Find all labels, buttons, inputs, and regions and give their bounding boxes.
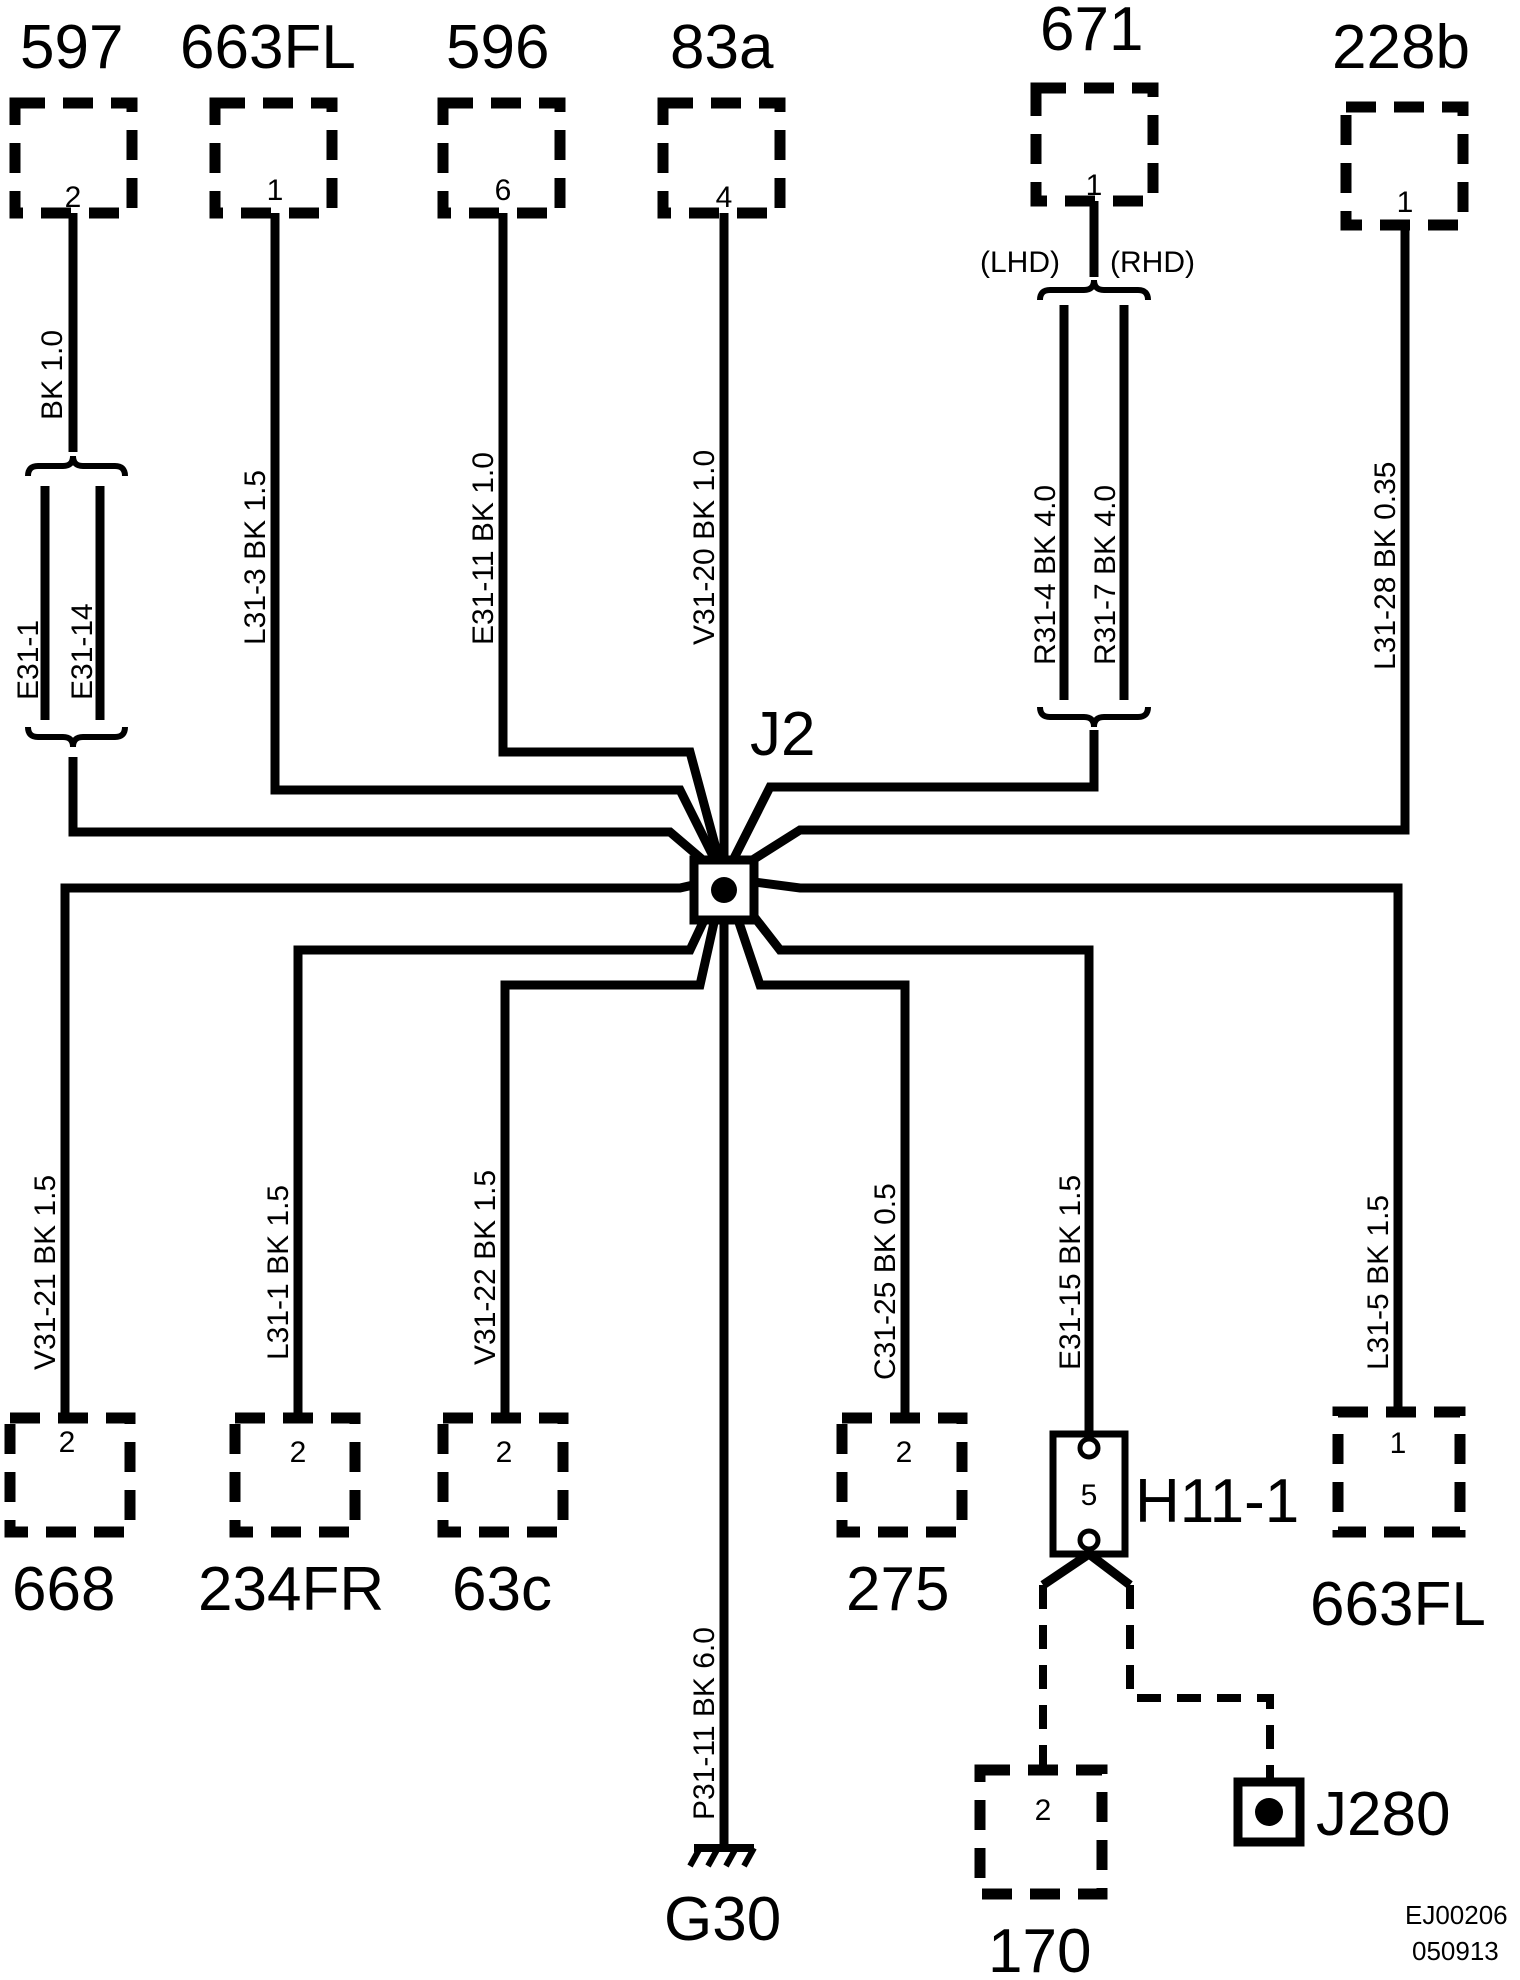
ground-G30: G30 <box>664 1844 781 1954</box>
wire-R31-7-label: R31-7 BK 4.0 <box>1089 485 1122 665</box>
connector-663FL-bottom-label: 663FL <box>1310 1570 1486 1639</box>
wire-to-J280 <box>1126 1585 1274 1782</box>
wire-668 <box>60 873 725 1420</box>
connector-668-pin: 2 <box>59 1426 76 1459</box>
wire-H11-label: E31-15 BK 1.5 <box>1054 1175 1087 1370</box>
connector-671: 671 1 <box>1030 0 1159 207</box>
wire-E31-1-label: E31-1 <box>12 620 45 700</box>
connector-596: 596 6 <box>437 13 566 219</box>
connector-597-pin: 2 <box>65 181 82 214</box>
wire-275-label: C31-25 BK 0.5 <box>869 1183 902 1380</box>
wire-E31-14-label: E31-14 <box>66 603 99 700</box>
connector-228b-label: 228b <box>1332 13 1470 82</box>
wire-597-lower <box>68 757 727 882</box>
wire-63c-label: V31-22 BK 1.5 <box>469 1170 502 1365</box>
wire-671-lower <box>719 730 1099 881</box>
connector-234FR: 2 234FR <box>198 1412 384 1624</box>
inline-connector-H11-1: 5 H11-1 <box>1049 1430 1299 1558</box>
wire-663FL <box>270 213 729 881</box>
wire-234FR-label: L31-1 BK 1.5 <box>262 1185 295 1360</box>
splice-J2-label: J2 <box>750 700 815 769</box>
connector-275-pin: 2 <box>896 1436 913 1469</box>
connector-170-label: 170 <box>988 1917 1091 1980</box>
brace-671-bottom <box>1037 706 1151 728</box>
wire-83a-label: V31-20 BK 1.0 <box>688 450 721 645</box>
variant-lhd-label: (LHD) <box>980 246 1060 279</box>
connector-671-pin: 1 <box>1086 169 1103 202</box>
wire-R31-4-label: R31-4 BK 4.0 <box>1029 485 1062 665</box>
connector-63c-pin: 2 <box>496 1436 513 1469</box>
connector-275: 2 275 <box>836 1412 968 1624</box>
wire-228b <box>721 225 1410 882</box>
wire-663FL-bottom <box>723 873 1403 1412</box>
wire-228b-label: L31-28 BK 0.35 <box>1369 462 1402 671</box>
wire-H11-branch-right <box>1086 1550 1133 1589</box>
wire-663FL-label: L31-3 BK 1.5 <box>239 470 272 645</box>
connector-63c-label: 63c <box>452 1555 552 1624</box>
connector-668-label: 668 <box>12 1555 115 1624</box>
connector-83a: 83a 4 <box>657 13 786 219</box>
splice-J2: J2 <box>689 700 815 925</box>
connector-83a-label: 83a <box>670 13 774 82</box>
variant-rhd-label: (RHD) <box>1110 246 1195 279</box>
connector-228b-pin: 1 <box>1397 186 1414 219</box>
connector-597: 597 2 <box>9 13 138 219</box>
connector-663FL-bottom: 1 663FL <box>1310 1406 1486 1639</box>
connector-228b: 228b 1 <box>1332 13 1470 231</box>
connector-663FL-top: 663FL 1 <box>180 13 356 219</box>
splice-J280-label: J280 <box>1316 1780 1450 1849</box>
connector-170-pin: 2 <box>1035 1794 1052 1827</box>
wire-G30-label: P31-11 BK 6.0 <box>688 1627 721 1820</box>
connector-234FR-label: 234FR <box>198 1555 384 1624</box>
connector-63c: 2 63c <box>437 1412 569 1624</box>
reference-date: 050913 <box>1412 1936 1499 1966</box>
brace-597-top <box>25 455 128 477</box>
wire-663FL-bottom-label: L31-5 BK 1.5 <box>1362 1195 1395 1370</box>
wire-234FR <box>293 876 729 1420</box>
ground-G30-label: G30 <box>664 1885 781 1954</box>
wire-275 <box>719 876 910 1420</box>
connector-83a-pin: 4 <box>716 181 733 214</box>
connector-170: 2 170 <box>974 1764 1108 1980</box>
splice-J280: J280 <box>1233 1777 1450 1849</box>
inline-connector-pin: 5 <box>1081 1479 1098 1512</box>
inline-connector-label: H11-1 <box>1135 1467 1299 1536</box>
wire-63c <box>500 877 729 1420</box>
brace-597-bottom <box>25 726 128 748</box>
wire-597-label: BK 1.0 <box>36 330 69 420</box>
reference-code: EJ00206 <box>1405 1900 1508 1930</box>
connector-597-label: 597 <box>20 13 123 82</box>
connector-663FL-top-label: 663FL <box>180 13 356 82</box>
wire-668-label: V31-21 BK 1.5 <box>29 1175 62 1370</box>
wire-labels: BK 1.0 E31-1 E31-14 L31-3 BK 1.5 E31-11 … <box>12 330 1402 1820</box>
wire-H11-branch-left <box>1040 1550 1092 1589</box>
connector-234FR-pin: 2 <box>290 1436 307 1469</box>
brace-671-top <box>1037 279 1151 301</box>
connector-663FL-bottom-pin: 1 <box>1390 1427 1407 1460</box>
connector-596-label: 596 <box>446 13 549 82</box>
connector-663FL-top-pin: 1 <box>267 174 284 207</box>
wire-596-label: E31-11 BK 1.0 <box>467 452 500 645</box>
connector-671-label: 671 <box>1040 0 1143 64</box>
connector-275-label: 275 <box>846 1555 949 1624</box>
wire-596 <box>498 213 729 880</box>
connector-596-pin: 6 <box>495 174 512 207</box>
connector-668: 2 668 <box>4 1412 136 1624</box>
